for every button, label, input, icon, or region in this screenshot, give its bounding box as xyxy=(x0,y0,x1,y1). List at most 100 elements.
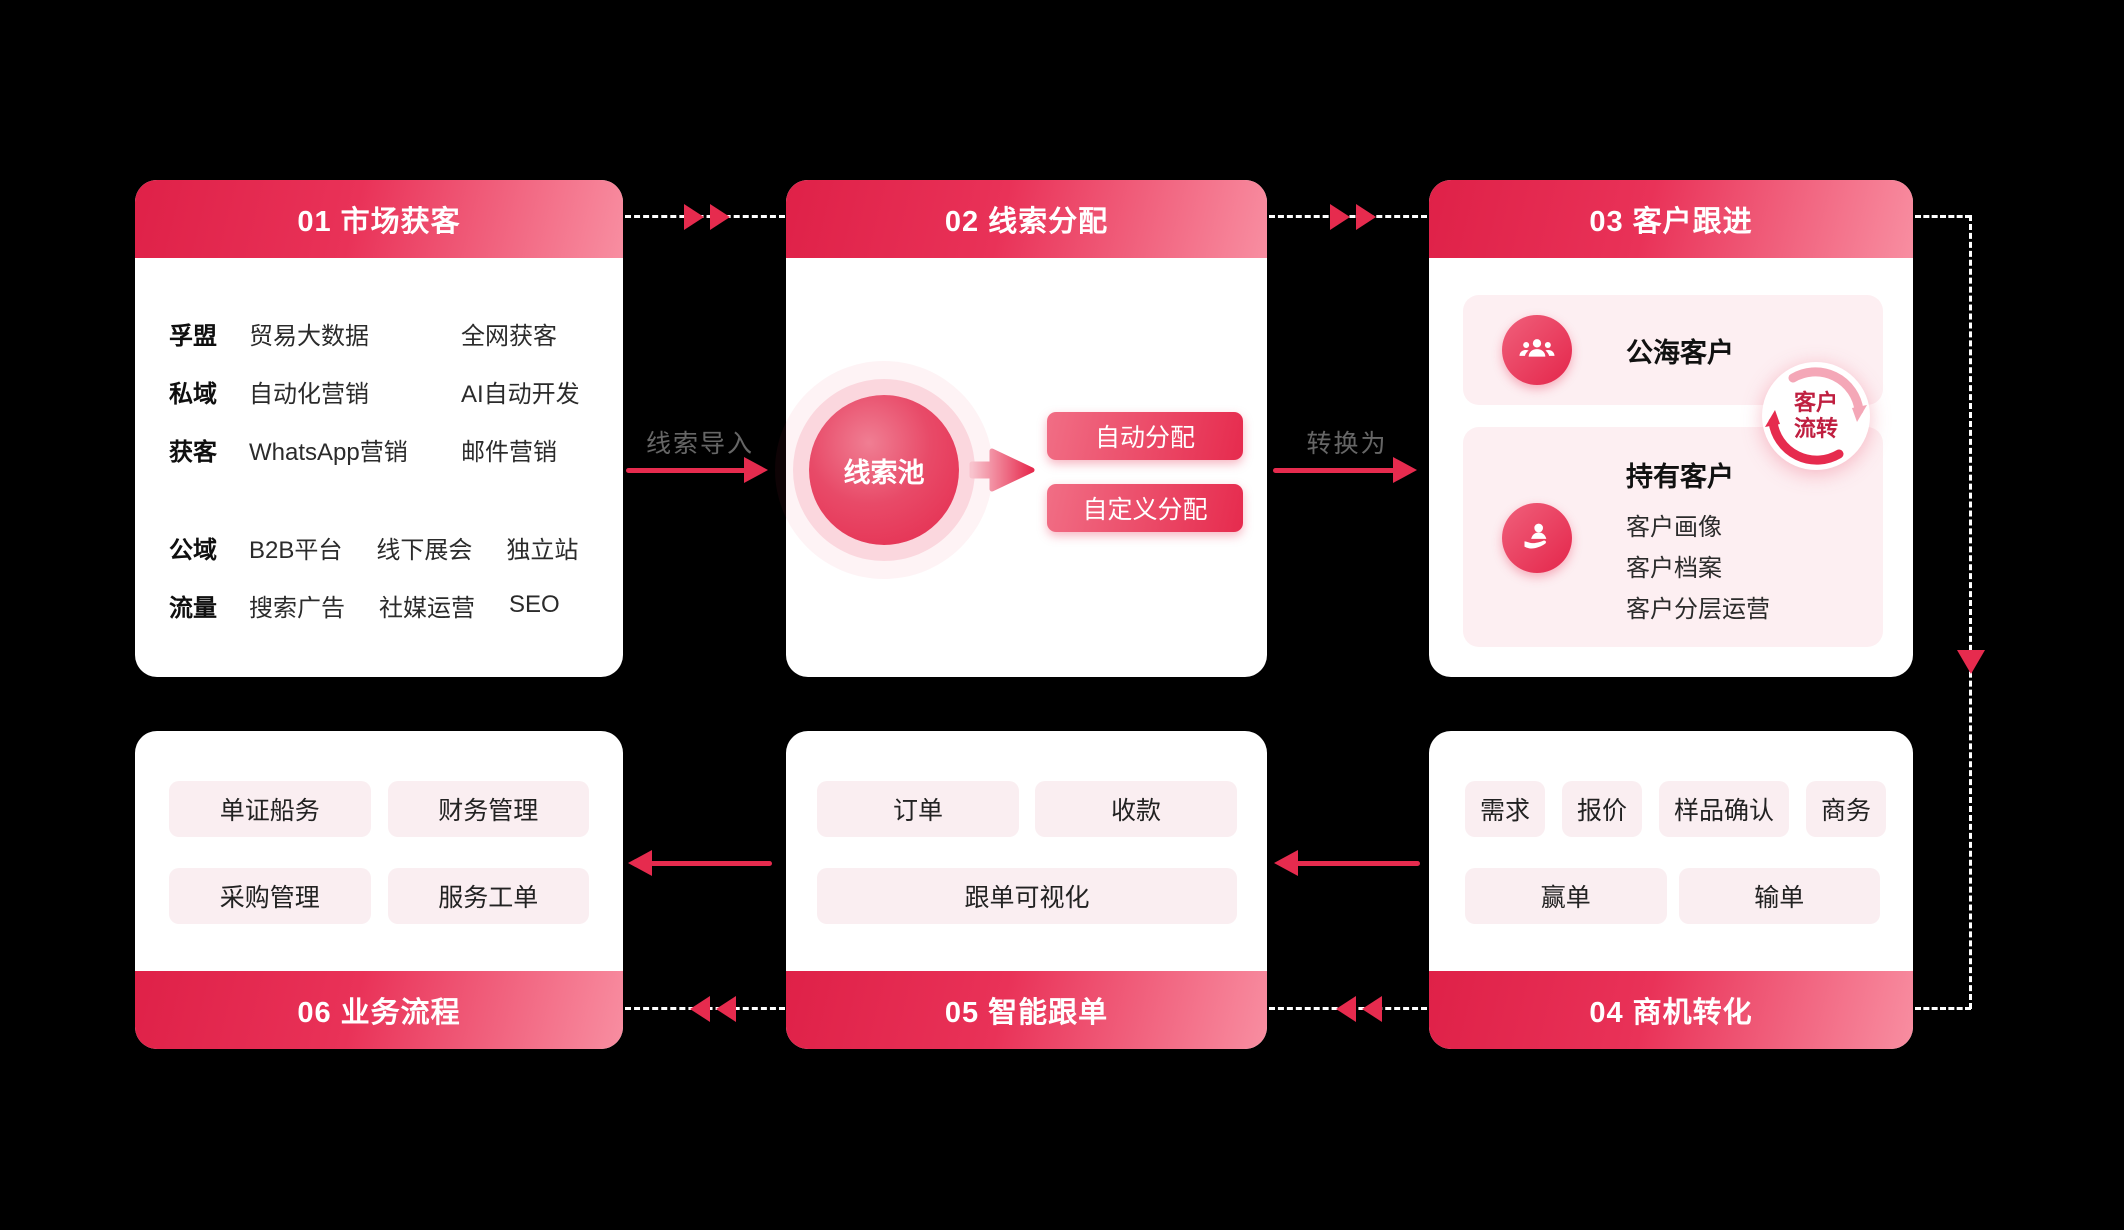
chip-demand: 需求 xyxy=(1465,781,1546,837)
lead-pool-circle: 线索池 xyxy=(809,395,959,545)
held-customers-label: 持有客户 xyxy=(1626,462,1734,492)
public-customers-label: 公海客户 xyxy=(1626,337,1734,368)
channel-row-label: 孚盟 xyxy=(169,322,217,350)
dashed-connector-01-02 xyxy=(625,215,785,218)
card-02-title: 02 线索分配 xyxy=(944,206,1109,238)
channel-item: 线下展会 xyxy=(376,536,473,564)
chip-lost: 输单 xyxy=(1678,868,1880,924)
arrow-convert-to xyxy=(1273,468,1395,473)
channel-row: 获客 WhatsApp营销 邮件营销 xyxy=(169,420,607,478)
chip-finance: 财务管理 xyxy=(387,781,589,837)
channel-item: 邮件营销 xyxy=(461,438,557,466)
card-02-header: 02 线索分配 xyxy=(786,180,1267,258)
double-chevron-icon xyxy=(1336,996,1356,1022)
held-item: 客户画像 xyxy=(1626,514,1722,541)
channel-row-label: 公域 xyxy=(169,536,217,564)
public-customers-panel: 公海客户 xyxy=(1463,295,1883,405)
process-chips: 单证船务 财务管理 采购管理 服务工单 xyxy=(169,781,589,924)
tracking-chips: 订单 收款 跟单可视化 xyxy=(817,781,1237,924)
arrow-04-05 xyxy=(1296,861,1420,866)
card-01-market-acquisition: 01 市场获客 孚盟 贸易大数据 全网获客 私域 自动化营销 AI自动开发 获客… xyxy=(135,180,623,677)
channel-item: WhatsApp营销 xyxy=(249,438,408,466)
double-chevron-icon xyxy=(690,996,710,1022)
cycle-arrows-icon xyxy=(1762,362,1870,470)
double-chevron-icon xyxy=(716,996,736,1022)
card-04-opportunity-conversion: 需求 报价 样品确认 商务 赢单 输单 04 商机转化 xyxy=(1429,731,1913,1049)
card-03-customer-follow-up: 03 客户跟进 公海客户 持有客户 xyxy=(1429,180,1913,677)
card-02-lead-distribution: 02 线索分配 线索池 自动分配 自定义分配 xyxy=(786,180,1267,677)
channel-row-label: 流量 xyxy=(169,594,217,622)
chip-service-ticket: 服务工单 xyxy=(387,868,589,924)
assign-buttons: 自动分配 自定义分配 xyxy=(1047,412,1243,532)
group-spacer xyxy=(169,478,607,518)
channel-item: B2B平台 xyxy=(249,536,343,564)
chip-payment: 收款 xyxy=(1035,781,1237,837)
arrow-down-icon xyxy=(1957,650,1985,674)
double-chevron-icon xyxy=(710,204,730,230)
double-chevron-icon xyxy=(684,204,704,230)
lead-import-label: 线索导入 xyxy=(645,430,754,458)
card-05-header: 05 智能跟单 xyxy=(786,971,1267,1049)
double-chevron-icon xyxy=(1356,204,1376,230)
channel-row: 公域 B2B平台 线下展会 独立站 xyxy=(169,518,607,576)
channel-row: 孚盟 贸易大数据 全网获客 xyxy=(169,304,607,362)
double-chevron-icon xyxy=(1362,996,1382,1022)
convert-to-label: 转换为 xyxy=(1306,430,1388,458)
arrow-right-icon xyxy=(744,457,768,483)
users-icon xyxy=(1502,315,1572,385)
chip-sample-confirm: 样品确认 xyxy=(1659,781,1790,837)
held-item: 客户分层运营 xyxy=(1626,596,1770,623)
card-04-header: 04 商机转化 xyxy=(1429,971,1913,1049)
card-01-title: 01 市场获客 xyxy=(297,206,461,238)
auto-assign-button: 自动分配 xyxy=(1047,412,1243,460)
channel-row-label: 私域 xyxy=(169,380,217,408)
arrow-right-icon xyxy=(1393,457,1417,483)
lead-pool-label: 线索池 xyxy=(843,457,925,488)
arrow-left-icon xyxy=(1274,850,1298,876)
arrow-lead-import xyxy=(626,468,746,473)
channel-item: SEO xyxy=(509,591,560,618)
chip-order: 订单 xyxy=(817,781,1019,837)
card-04-title: 04 商机转化 xyxy=(1589,997,1753,1029)
card-03-title: 03 客户跟进 xyxy=(1589,206,1753,238)
customer-in-hand-icon xyxy=(1502,503,1572,573)
customer-cycle-badge: 客户 流转 xyxy=(1760,360,1872,472)
double-chevron-icon xyxy=(1330,204,1350,230)
held-item: 客户档案 xyxy=(1626,555,1722,582)
channel-item: 搜索广告 xyxy=(249,594,345,622)
chip-quote: 报价 xyxy=(1562,781,1643,837)
card-06-title: 06 业务流程 xyxy=(297,997,461,1029)
conversion-chips-row2: 赢单 输单 xyxy=(1465,868,1880,924)
cycle-badge-line2: 流转 xyxy=(1793,416,1838,441)
chip-docs-shipping: 单证船务 xyxy=(169,781,371,837)
channel-row-label: 获客 xyxy=(169,438,217,466)
dashed-connector-right-top xyxy=(1915,215,1971,218)
channel-item: 全网获客 xyxy=(461,322,557,350)
channel-item: 社媒运营 xyxy=(379,594,475,622)
dashed-connector-right-vertical xyxy=(1969,215,1972,1009)
held-customers-items: 客户画像 客户档案 客户分层运营 xyxy=(1626,507,1770,630)
channel-row: 私域 自动化营销 AI自动开发 xyxy=(169,362,607,420)
thick-arrow-right-icon xyxy=(969,448,1035,492)
chip-business: 商务 xyxy=(1806,781,1887,837)
card-03-header: 03 客户跟进 xyxy=(1429,180,1913,258)
custom-assign-button: 自定义分配 xyxy=(1047,484,1243,532)
chip-procurement: 采购管理 xyxy=(169,868,371,924)
chip-tracking-visualization: 跟单可视化 xyxy=(817,868,1237,924)
channel-item: AI自动开发 xyxy=(461,380,580,408)
channel-item: 自动化营销 xyxy=(249,380,369,408)
card-05-smart-tracking: 订单 收款 跟单可视化 05 智能跟单 xyxy=(786,731,1267,1049)
channel-item: 独立站 xyxy=(506,536,579,564)
channel-row: 流量 搜索广告 社媒运营 SEO xyxy=(169,576,607,634)
chip-won: 赢单 xyxy=(1465,868,1667,924)
channel-item: 贸易大数据 xyxy=(249,322,369,350)
card-06-header: 06 业务流程 xyxy=(135,971,623,1049)
dashed-connector-right-bottom xyxy=(1915,1007,1971,1010)
card-01-header: 01 市场获客 xyxy=(135,180,623,258)
card-05-title: 05 智能跟单 xyxy=(944,997,1109,1029)
arrow-left-icon xyxy=(628,850,652,876)
cycle-badge-line1: 客户 xyxy=(1793,390,1838,415)
card-06-business-process: 单证船务 财务管理 采购管理 服务工单 06 业务流程 xyxy=(135,731,623,1049)
cycle-badge-text: 客户 流转 xyxy=(1760,360,1872,472)
